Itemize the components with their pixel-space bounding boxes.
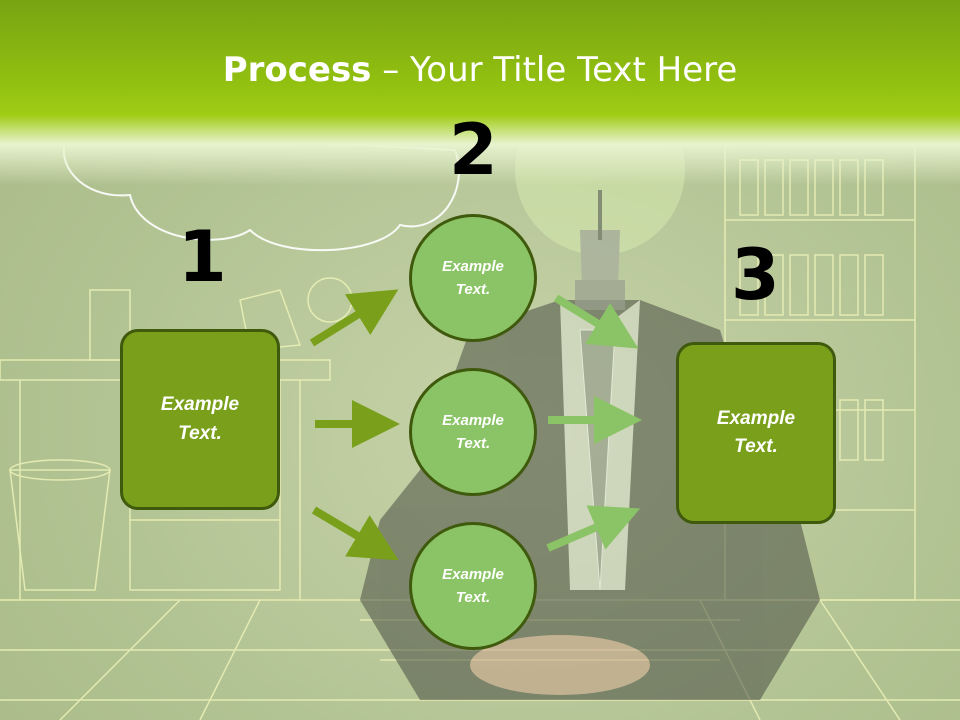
circle-bottom-text: Example Text. — [442, 565, 504, 606]
arrow-right-icon — [309, 289, 399, 347]
step-2-circle-bottom[interactable]: Example Text. — [409, 522, 537, 650]
circle-top-text: Example Text. — [442, 257, 504, 298]
step-3-text: Example Text. — [716, 407, 796, 458]
arrow-right-icon — [311, 506, 399, 561]
step-number-1: 1 — [178, 216, 227, 298]
title-rest: – Your Title Text Here — [371, 50, 738, 90]
step-2-circle-top[interactable]: Example Text. — [409, 214, 537, 342]
arrow-right-icon — [553, 294, 639, 349]
title-bold: Process — [222, 50, 372, 90]
step-2-circle-middle[interactable]: Example Text. — [409, 368, 537, 496]
step-number-3: 3 — [731, 234, 780, 316]
step-1-text: Example Text. — [160, 394, 240, 444]
circle-middle-text: Example Text. — [442, 411, 504, 452]
step-3-box[interactable]: Example Text. — [676, 342, 836, 524]
slide-title: Process – Your Title Text Here — [0, 50, 960, 90]
header-band — [0, 0, 960, 185]
arrow-right-icon — [546, 505, 641, 552]
step-number-2: 2 — [449, 109, 498, 191]
step-1-box[interactable]: Example Text. — [120, 329, 280, 510]
